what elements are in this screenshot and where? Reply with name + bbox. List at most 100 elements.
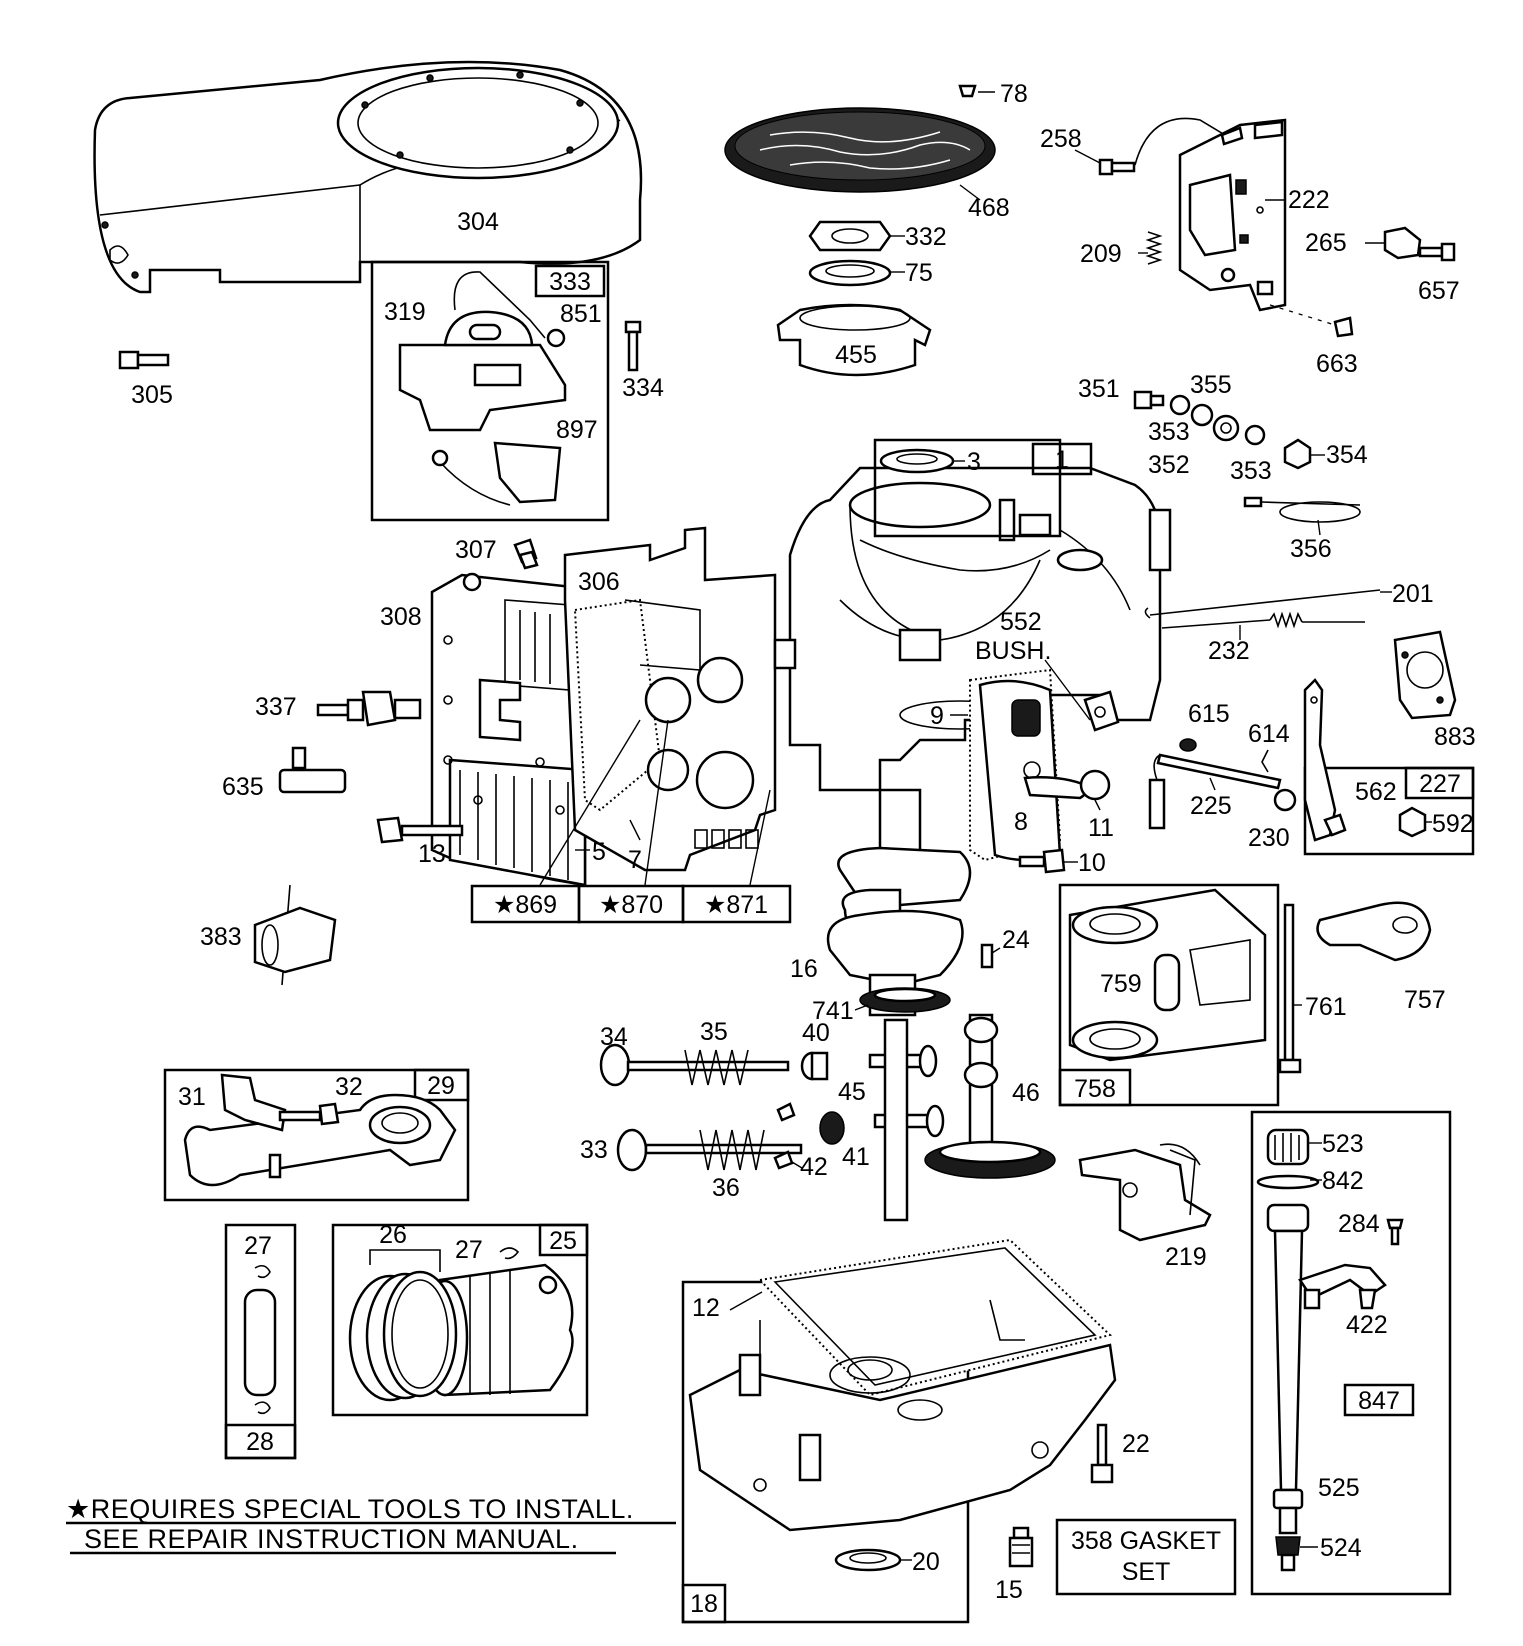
label-663: 663 — [1316, 350, 1358, 378]
label-222: 222 — [1288, 186, 1330, 214]
part-22-bolt — [1090, 1423, 1114, 1484]
part-219-bracket — [1078, 1143, 1212, 1242]
label-615: 615 — [1188, 700, 1230, 728]
label-333: 333 — [549, 268, 591, 296]
part-40-seal — [800, 1051, 829, 1081]
part-307-screw — [513, 538, 539, 570]
footnote-line-1: ★REQUIRES SPECIAL TOOLS TO INSTALL. — [66, 1494, 634, 1524]
part-897-ground-wire — [431, 441, 562, 506]
label-306: 306 — [578, 568, 620, 596]
part-31-lock — [220, 1073, 287, 1132]
label-422: 422 — [1346, 1311, 1388, 1339]
label-219: 219 — [1165, 1243, 1207, 1271]
label-284: 284 — [1338, 1210, 1380, 1238]
label-18: 18 — [690, 1590, 718, 1618]
label-552: 552 — [1000, 608, 1042, 636]
part-20-seal — [834, 1548, 902, 1572]
box-333 — [370, 260, 610, 522]
label-352: 352 — [1148, 451, 1190, 479]
part-35-spring — [684, 1049, 749, 1086]
label-22: 22 — [1122, 1430, 1150, 1458]
part-523-cap — [1266, 1128, 1310, 1166]
box-758-tag — [1058, 1068, 1132, 1107]
part-524-plug — [1275, 1536, 1301, 1572]
part-614-clip — [1261, 749, 1269, 773]
label-871: ★871 — [704, 891, 768, 919]
label-741: 741 — [812, 997, 854, 1025]
label-45: 45 — [838, 1078, 866, 1106]
part-305-bolt — [118, 350, 170, 370]
part-29-connecting-rod — [183, 1093, 457, 1187]
label-75: 75 — [905, 259, 933, 287]
label-358-set: SET — [1122, 1558, 1171, 1586]
part-46-camshaft — [924, 1013, 1056, 1179]
label-355: 355 — [1190, 371, 1232, 399]
label-36: 36 — [712, 1174, 740, 1202]
label-358-gasket: 358 GASKET — [1071, 1527, 1221, 1555]
part-352-bushing — [1212, 414, 1240, 442]
part-842-oring — [1256, 1174, 1320, 1190]
label-10: 10 — [1078, 849, 1106, 877]
label-842: 842 — [1322, 1167, 1364, 1195]
part-635-fitting — [278, 746, 347, 794]
part-45-tappets — [868, 1018, 945, 1222]
label-27-a: 27 — [244, 1232, 272, 1260]
part-13-bolt — [376, 816, 464, 844]
part-1-cylinder-block — [788, 466, 1172, 792]
part-230-washer — [1273, 788, 1297, 812]
label-13: 13 — [418, 840, 446, 868]
part-337-sensor — [316, 690, 422, 727]
part-284-screw — [1386, 1218, 1404, 1246]
part-201-link — [1144, 589, 1381, 619]
box-25-tag — [538, 1223, 589, 1257]
label-468: 468 — [968, 194, 1010, 222]
label-757: 757 — [1404, 986, 1446, 1014]
part-308-cylinder-head — [430, 572, 603, 887]
part-356-wire — [1243, 496, 1361, 523]
box-227-tag — [1404, 766, 1475, 800]
label-42: 42 — [800, 1153, 828, 1181]
label-27-b: 27 — [455, 1236, 483, 1264]
label-761: 761 — [1305, 993, 1347, 1021]
box-25 — [331, 1223, 589, 1417]
part-24-key — [980, 943, 994, 969]
box-358-gasket-set — [1055, 1518, 1237, 1596]
label-8: 8 — [1014, 808, 1028, 836]
label-758: 758 — [1074, 1075, 1116, 1103]
part-351-screw — [1133, 390, 1165, 410]
label-307: 307 — [455, 536, 497, 564]
part-209-spring — [1145, 231, 1163, 265]
part-757-link — [1316, 901, 1432, 962]
label-524: 524 — [1320, 1534, 1362, 1562]
label-24: 24 — [1002, 926, 1030, 954]
box-847 — [1250, 1110, 1452, 1596]
part-36-spring — [699, 1129, 765, 1171]
label-525: 525 — [1318, 1474, 1360, 1502]
part-306-cylinder — [563, 526, 797, 872]
part-232-spring-link — [1161, 611, 1365, 629]
label-15: 15 — [995, 1576, 1023, 1604]
part-562-screw — [1323, 813, 1347, 837]
label-11: 11 — [1088, 814, 1114, 842]
footnote-line-2: SEE REPAIR INSTRUCTION MANUAL. — [84, 1524, 579, 1554]
label-7: 7 — [628, 846, 642, 874]
part-663-screw — [1269, 304, 1354, 338]
label-26: 26 — [379, 1221, 407, 1249]
label-34: 34 — [600, 1023, 628, 1051]
label-308: 308 — [380, 603, 422, 631]
part-75-seal — [808, 259, 892, 287]
part-761-rod — [1278, 903, 1302, 1074]
part-16-crankshaft — [826, 788, 972, 1017]
part-592-nut — [1398, 806, 1427, 838]
part-225-governor-shaft — [1148, 753, 1282, 830]
label-25: 25 — [549, 1227, 577, 1255]
part-28-pin — [243, 1264, 277, 1415]
part-26-rings — [348, 1249, 458, 1402]
part-258-screw — [1098, 117, 1226, 176]
box-29 — [163, 1068, 470, 1202]
label-227: 227 — [1419, 770, 1461, 798]
part-615-washer — [1179, 738, 1197, 752]
label-869: ★869 — [493, 891, 557, 919]
label-897: 897 — [556, 416, 598, 444]
part-759-pin — [1153, 953, 1181, 1012]
